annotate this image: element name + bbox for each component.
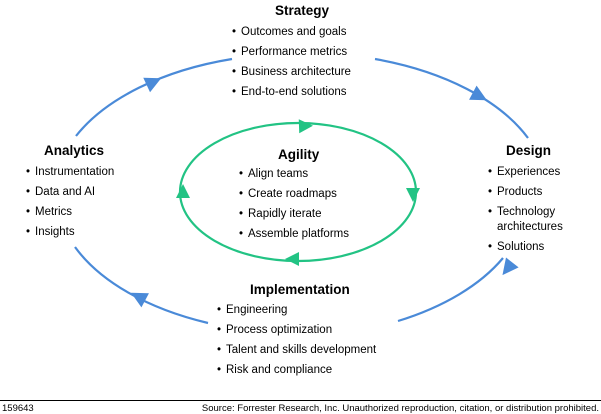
outer-arc-design-to-implementation — [397, 257, 504, 323]
design-item: Technology architectures — [488, 202, 575, 237]
strategy-block: Strategy Outcomes and goals Performance … — [232, 2, 372, 102]
design-title: Design — [506, 143, 552, 158]
analytics-item: Data and AI — [26, 182, 136, 202]
strategy-item: Performance metrics — [232, 42, 372, 62]
inner-arrowhead-left — [176, 184, 190, 198]
implementation-item: Engineering — [217, 300, 397, 320]
implementation-title: Implementation — [250, 282, 350, 297]
analytics-item: Instrumentation — [26, 162, 136, 182]
outer-arc-analytics-to-strategy — [75, 57, 233, 137]
analytics-list: Instrumentation Data and AI Metrics Insi… — [26, 162, 136, 242]
inner-arrowhead-top — [298, 119, 313, 134]
outer-arrowhead-bottom-right — [502, 257, 519, 276]
analytics-block: Analytics Instrumentation Data and AI Me… — [26, 142, 136, 242]
source-note: Source: Forrester Research, Inc. Unautho… — [201, 403, 599, 414]
agility-item: Rapidly iterate — [239, 204, 369, 224]
inner-arrowhead-bottom — [285, 252, 299, 266]
strategy-item: End-to-end solutions — [232, 82, 372, 102]
strategy-title: Strategy — [274, 3, 330, 18]
design-item: Experiences — [488, 162, 598, 182]
implementation-item: Risk and compliance — [217, 360, 397, 380]
implementation-block: Implementation Engineering Process optim… — [217, 281, 397, 380]
design-block: Design Experiences Products Technology a… — [488, 142, 598, 257]
design-list: Experiences Products Technology architec… — [488, 162, 598, 257]
implementation-list: Engineering Process optimization Talent … — [217, 300, 397, 380]
agility-block: Agility Align teams Create roadmaps Rapi… — [239, 146, 369, 244]
outer-arrowhead-top-left — [143, 77, 162, 93]
figure-id: 159643 — [2, 403, 34, 414]
strategy-item: Business architecture — [232, 62, 372, 82]
agility-item: Align teams — [239, 164, 369, 184]
agility-item: Create roadmaps — [239, 184, 369, 204]
strategy-item: Outcomes and goals — [232, 22, 372, 42]
outer-arc-implementation-to-analytics — [74, 246, 209, 325]
outer-arrowhead-top-right — [469, 85, 487, 101]
agility-item: Assemble platforms — [239, 224, 369, 244]
implementation-item: Talent and skills development — [217, 340, 397, 360]
agility-list: Align teams Create roadmaps Rapidly iter… — [239, 164, 369, 244]
design-item: Products — [488, 182, 598, 202]
analytics-item: Insights — [26, 222, 136, 242]
analytics-item: Metrics — [26, 202, 136, 222]
implementation-item: Process optimization — [217, 320, 397, 340]
outer-arrowhead-bottom-left — [131, 292, 149, 308]
footer: 159643 Source: Forrester Research, Inc. … — [0, 400, 601, 414]
design-item: Solutions — [488, 237, 598, 257]
strategy-list: Outcomes and goals Performance metrics B… — [232, 22, 372, 102]
agility-title: Agility — [278, 147, 320, 162]
inner-arrowhead-right — [406, 188, 420, 202]
outer-arc-strategy-to-design — [374, 57, 529, 139]
analytics-title: Analytics — [44, 143, 105, 158]
